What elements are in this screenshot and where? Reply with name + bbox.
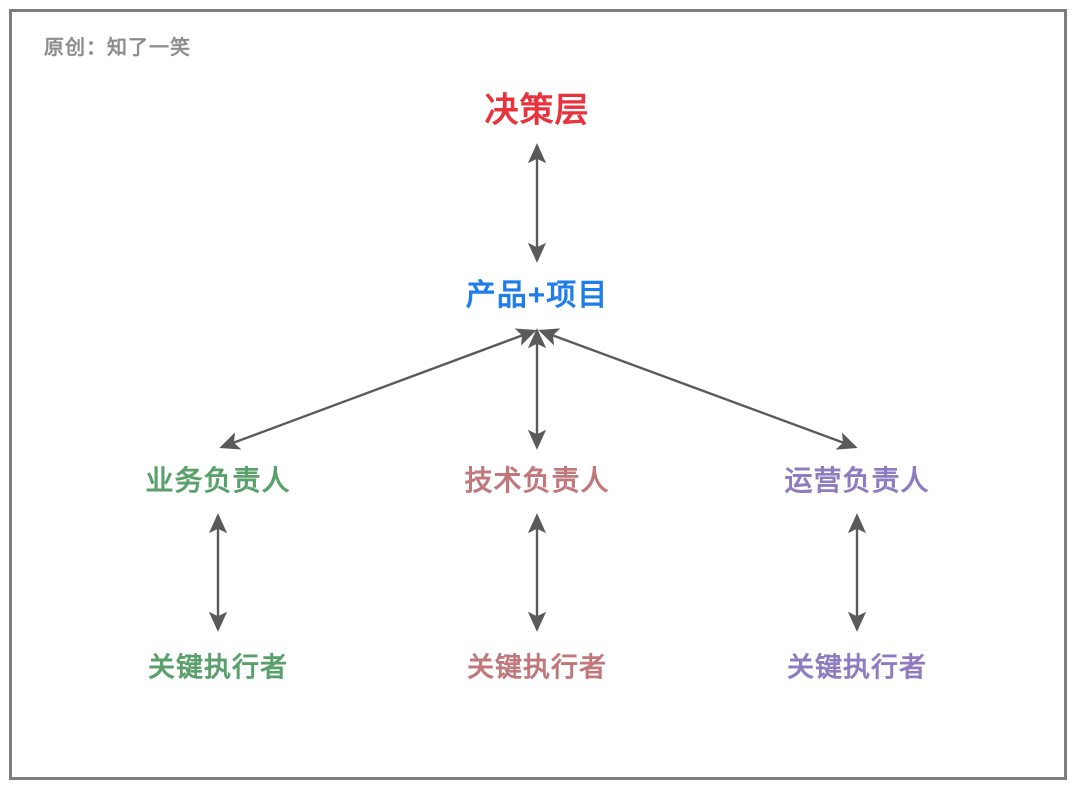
node-decision: 决策层	[484, 91, 590, 130]
watermark-label: 原创：知了一笑	[44, 37, 191, 59]
node-tech-owner: 技术负责人	[464, 465, 610, 496]
node-biz-owner: 业务负责人	[145, 465, 291, 496]
node-biz-exec: 关键执行者	[148, 652, 288, 683]
node-product: 产品+项目	[465, 279, 609, 312]
node-tech-exec: 关键执行者	[467, 652, 607, 683]
node-ops-exec: 关键执行者	[787, 652, 927, 683]
node-ops-owner: 运营负责人	[784, 465, 930, 496]
